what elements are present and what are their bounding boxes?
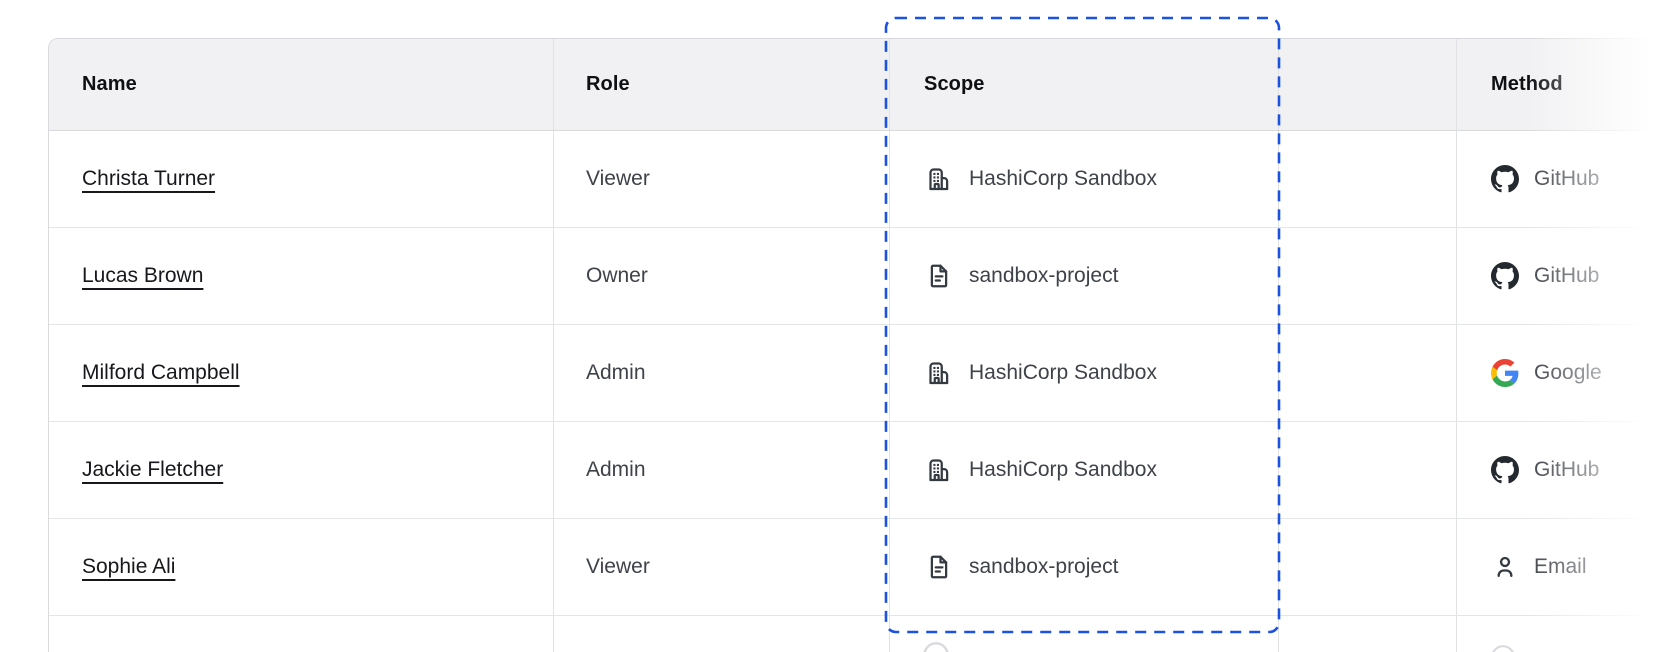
github-icon xyxy=(1491,165,1519,193)
method-value: GitHub xyxy=(1534,458,1600,481)
file-text-icon xyxy=(924,261,954,291)
user-icon xyxy=(1491,553,1519,581)
column-header-method[interactable]: Method xyxy=(1456,39,1672,130)
next-row-scope-icon-peek xyxy=(922,641,950,652)
method-value: Email xyxy=(1534,555,1587,578)
column-header-name[interactable]: Name xyxy=(82,73,137,95)
table-body: Christa Turner Viewer HashiCorp Sandbox … xyxy=(49,131,1672,616)
google-icon xyxy=(1491,359,1519,387)
github-icon xyxy=(1491,456,1519,484)
org-icon xyxy=(924,455,954,485)
role-value: Owner xyxy=(586,264,648,287)
method-value: GitHub xyxy=(1534,167,1600,190)
member-name-link[interactable]: Lucas Brown xyxy=(82,264,204,287)
github-icon xyxy=(1491,262,1519,290)
members-table: Name Role Scope Method Christa Turner Vi… xyxy=(48,38,1672,652)
table-row: Christa Turner Viewer HashiCorp Sandbox … xyxy=(49,131,1672,228)
table-header-row: Name Role Scope Method xyxy=(49,39,1672,131)
table-row: Sophie Ali Viewer sandbox-project Email xyxy=(49,519,1672,616)
scope-value: sandbox-project xyxy=(969,264,1119,287)
member-name-link[interactable]: Christa Turner xyxy=(82,167,216,190)
member-name-link[interactable]: Milford Campbell xyxy=(82,361,240,384)
column-header-role[interactable]: Role xyxy=(553,39,889,130)
org-icon xyxy=(924,164,954,194)
scope-value: HashiCorp Sandbox xyxy=(969,458,1157,481)
role-value: Viewer xyxy=(586,167,650,190)
member-name-link[interactable]: Sophie Ali xyxy=(82,555,176,578)
method-value: GitHub xyxy=(1534,264,1600,287)
scope-value: sandbox-project xyxy=(969,555,1119,578)
member-name-link[interactable]: Jackie Fletcher xyxy=(82,458,224,481)
next-row-method-icon-peek xyxy=(1490,644,1516,652)
column-header-spacer xyxy=(1278,39,1456,130)
table-row: Jackie Fletcher Admin HashiCorp Sandbox … xyxy=(49,422,1672,519)
file-text-icon xyxy=(924,552,954,582)
role-value: Admin xyxy=(586,361,646,384)
table-row: Milford Campbell Admin HashiCorp Sandbox… xyxy=(49,325,1672,422)
role-value: Viewer xyxy=(586,555,650,578)
org-icon xyxy=(924,358,954,388)
table-row: Lucas Brown Owner sandbox-project GitHub xyxy=(49,228,1672,325)
table-row-partial xyxy=(49,616,1672,652)
column-header-scope[interactable]: Scope xyxy=(889,39,1278,130)
scope-value: HashiCorp Sandbox xyxy=(969,167,1157,190)
method-value: Google xyxy=(1534,361,1602,384)
role-value: Admin xyxy=(586,458,646,481)
scope-value: HashiCorp Sandbox xyxy=(969,361,1157,384)
